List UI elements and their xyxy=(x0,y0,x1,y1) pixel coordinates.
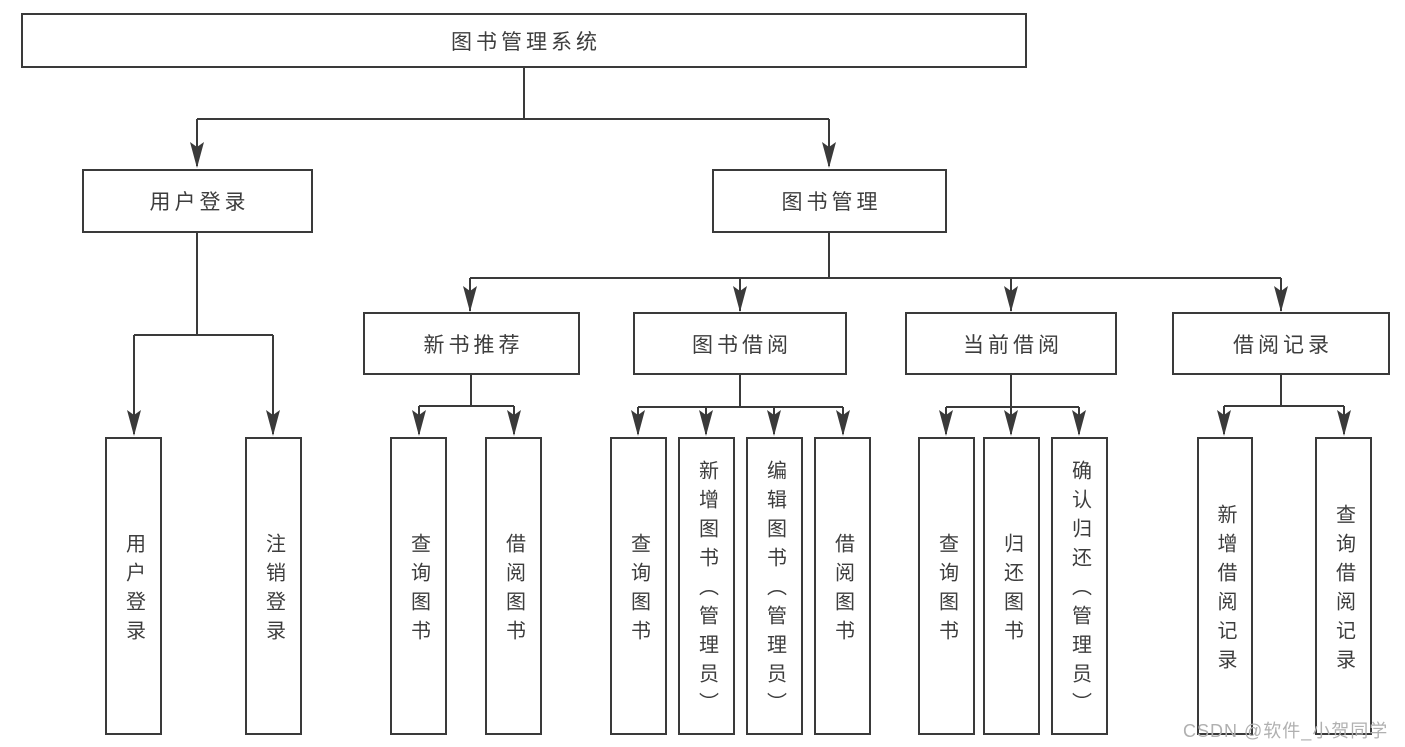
arrowhead xyxy=(1337,410,1351,436)
leaf-query-books-recommend: 查询图书 xyxy=(390,437,447,735)
arrowhead xyxy=(767,410,781,436)
leaf-query-books-recommend-label: 查询图书 xyxy=(407,532,430,649)
node-root-label: 图书管理系统 xyxy=(451,30,601,54)
arrowhead xyxy=(822,142,836,168)
connector-user-login xyxy=(133,233,274,434)
arrowhead xyxy=(190,142,204,168)
leaf-borrow-books-recommend-label: 借阅图书 xyxy=(502,532,525,649)
arrowhead xyxy=(1004,286,1018,312)
arrowhead xyxy=(507,410,521,436)
arrowhead xyxy=(631,410,645,436)
node-current-borrow-label: 当前借阅 xyxy=(963,333,1063,357)
node-book-borrow-label: 图书借阅 xyxy=(692,333,792,357)
connector-book-borrow xyxy=(637,375,844,434)
leaf-logout-label: 注销登录 xyxy=(262,532,285,649)
arrowhead xyxy=(733,286,747,312)
leaf-borrow-books-recommend: 借阅图书 xyxy=(485,437,542,735)
connector-root xyxy=(196,68,830,166)
leaf-borrow-books-label: 借阅图书 xyxy=(831,532,854,649)
connector-borrow-records xyxy=(1223,375,1345,434)
node-new-book-recommend-label: 新书推荐 xyxy=(423,333,524,357)
leaf-confirm-return-admin-label: 确认归还（管理员） xyxy=(1068,460,1091,721)
arrowhead xyxy=(1072,410,1086,436)
arrowhead xyxy=(939,410,953,436)
watermark: CSDN @软件_小贺同学 xyxy=(1183,721,1389,741)
arrowheads xyxy=(127,142,1351,436)
leaf-return-books-label: 归还图书 xyxy=(1000,532,1023,649)
leaf-return-books: 归还图书 xyxy=(983,437,1040,735)
leaf-edit-books-admin-label: 编辑图书（管理员） xyxy=(763,460,786,721)
node-borrow-records: 借阅记录 xyxy=(1172,312,1390,375)
leaf-query-borrow-record: 查询借阅记录 xyxy=(1315,437,1372,735)
node-user-login: 用户登录 xyxy=(82,169,313,233)
leaf-query-books-current-label: 查询图书 xyxy=(935,532,958,649)
arrowhead xyxy=(699,410,713,436)
leaf-edit-books-admin: 编辑图书（管理员） xyxy=(746,437,803,735)
node-book-management-label: 图书管理 xyxy=(781,191,882,214)
arrowhead xyxy=(1274,286,1288,312)
leaf-add-books-admin: 新增图书（管理员） xyxy=(678,437,735,735)
leaf-user-login-label: 用户登录 xyxy=(122,532,145,649)
arrowhead xyxy=(412,410,426,436)
connector-new-book-recommend xyxy=(418,375,515,434)
leaf-logout: 注销登录 xyxy=(245,437,302,735)
node-current-borrow: 当前借阅 xyxy=(905,312,1117,375)
leaf-add-borrow-record: 新增借阅记录 xyxy=(1197,437,1253,735)
arrowhead xyxy=(1004,410,1018,436)
node-root: 图书管理系统 xyxy=(21,13,1027,68)
arrowhead xyxy=(266,410,280,436)
node-book-borrow: 图书借阅 xyxy=(633,312,847,375)
leaf-confirm-return-admin: 确认归还（管理员） xyxy=(1051,437,1108,735)
leaf-add-books-admin-label: 新增图书（管理员） xyxy=(695,460,718,721)
arrowhead xyxy=(127,410,141,436)
node-new-book-recommend: 新书推荐 xyxy=(363,312,580,375)
node-borrow-records-label: 借阅记录 xyxy=(1233,333,1333,357)
node-user-login-label: 用户登录 xyxy=(149,191,250,214)
leaf-query-books-borrow: 查询图书 xyxy=(610,437,667,735)
leaf-query-books-current: 查询图书 xyxy=(918,437,975,735)
connector-book-management xyxy=(469,233,1282,311)
leaf-query-books-borrow-label: 查询图书 xyxy=(627,532,650,649)
arrowhead xyxy=(1217,410,1231,436)
leaf-borrow-books: 借阅图书 xyxy=(814,437,871,735)
arrowhead xyxy=(463,286,477,312)
arrowhead xyxy=(836,410,850,436)
leaf-add-borrow-record-label: 新增借阅记录 xyxy=(1214,503,1236,678)
leaf-query-borrow-record-label: 查询借阅记录 xyxy=(1332,503,1355,678)
leaf-user-login: 用户登录 xyxy=(105,437,162,735)
node-book-management: 图书管理 xyxy=(712,169,947,233)
